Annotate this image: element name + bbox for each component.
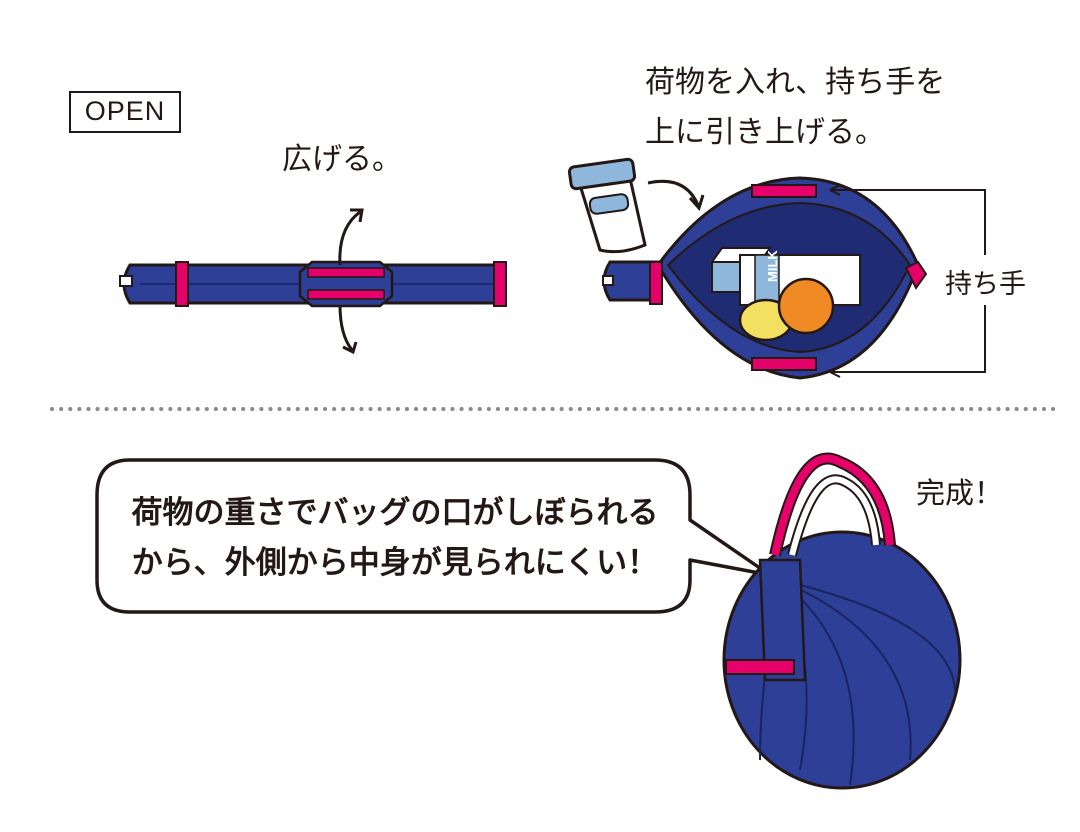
- open-label: OPEN: [69, 91, 181, 133]
- bubble-text: 荷物の重さでバッグの口がしぼられる から、外側から中身が見られにくい！: [115, 488, 675, 588]
- finished-bag: [722, 452, 962, 790]
- step2-caption-line-2: 上に引き上げる。: [645, 115, 885, 150]
- step2-caption: 荷物を入れ、持ち手を 上に引き上げる。: [645, 58, 945, 158]
- carton-label: MILK: [765, 250, 780, 282]
- handle-label: 持ち手: [945, 269, 1026, 300]
- step1-caption: 広げる。: [282, 142, 402, 177]
- bubble-line-1: 荷物の重さでバッグの口がしぼられる: [131, 495, 659, 531]
- bubble-line-2: から、外側から中身が見られにくい！: [131, 545, 659, 581]
- open-bag: [602, 176, 928, 380]
- cup-drawing: [567, 157, 647, 254]
- unfold-arrows: [338, 208, 364, 355]
- handle-callout: [829, 184, 986, 378]
- folded-bag: [119, 260, 507, 308]
- insert-arrow: [647, 179, 700, 206]
- step2-caption-line-1: 荷物を入れ、持ち手を: [645, 65, 946, 100]
- speech-bubble: [95, 458, 772, 614]
- complete-label: 完成！: [916, 476, 1004, 510]
